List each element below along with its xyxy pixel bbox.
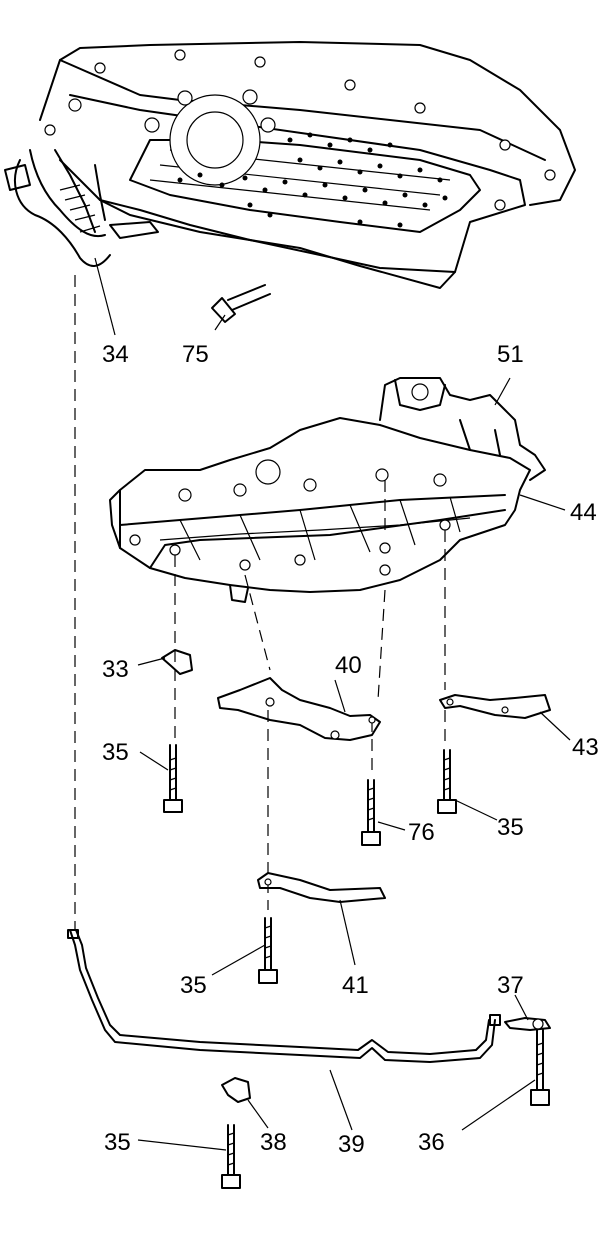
transmission-case — [39, 41, 576, 289]
bracket-41 — [257, 872, 386, 903]
clip-38 — [221, 1077, 251, 1103]
callout-38: 38 — [260, 1129, 287, 1156]
callout-44: 44 — [570, 499, 597, 526]
clip-37 — [504, 1017, 551, 1031]
callout-36: 36 — [418, 1129, 445, 1156]
callout-35-center: 35 — [180, 972, 207, 999]
callout-37: 37 — [497, 972, 524, 999]
bolt-36 — [530, 1029, 550, 1106]
callout-76: 76 — [408, 819, 435, 846]
callouts: 34 75 51 44 33 40 35 43 76 35 35 41 37 3… — [102, 341, 599, 1158]
callout-75: 75 — [182, 341, 209, 368]
callout-51: 51 — [497, 341, 524, 368]
bolt-35-center — [258, 917, 278, 984]
clip-33 — [161, 649, 193, 675]
callout-39: 39 — [338, 1131, 365, 1158]
bolt-75 — [211, 284, 271, 323]
callout-33: 33 — [102, 656, 129, 683]
fill-tube-39 — [67, 929, 501, 1063]
bracket-40 — [217, 677, 381, 741]
bracket-43 — [439, 694, 551, 719]
alignment-lines — [74, 275, 446, 930]
callout-35-right: 35 — [497, 814, 524, 841]
callout-43: 43 — [572, 734, 599, 761]
bolt-35-right — [437, 749, 457, 814]
callout-40: 40 — [335, 652, 362, 679]
bolt-35-bottom — [221, 1124, 241, 1189]
callout-34: 34 — [102, 341, 129, 368]
callout-35-bottom: 35 — [104, 1129, 131, 1156]
callout-41: 41 — [342, 972, 369, 999]
control-valve-body — [109, 377, 546, 603]
bolt-76 — [361, 779, 381, 846]
wiring-harness — [4, 149, 159, 267]
bolt-35-left — [163, 744, 183, 813]
callout-35-left: 35 — [102, 739, 129, 766]
leader-lines — [94, 257, 571, 1151]
separator-plate-holes — [177, 132, 448, 228]
